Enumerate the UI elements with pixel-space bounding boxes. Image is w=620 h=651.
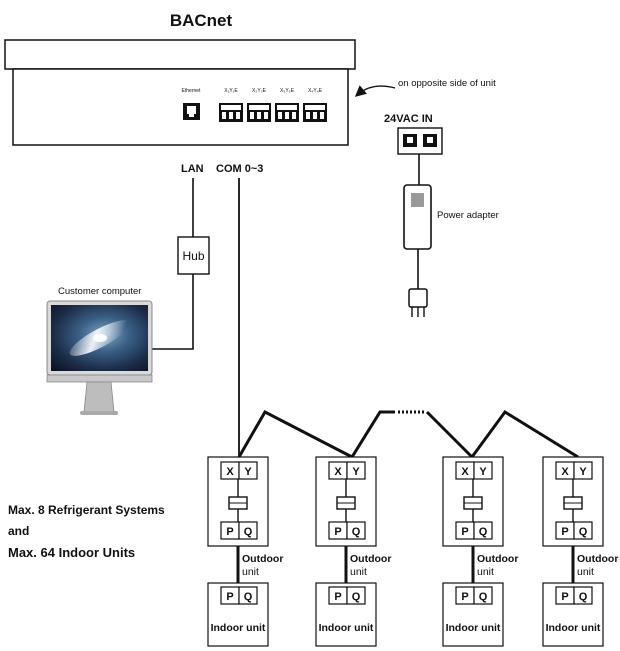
com-label: COM 0~3 [216, 163, 263, 175]
terminal-port: X₂Y₂E [247, 88, 271, 122]
outdoor-unit-label: Outdoor [577, 553, 618, 565]
diagram-title: BACnet [170, 11, 233, 30]
terminal-p: P [334, 591, 341, 603]
hub-label: Hub [182, 249, 204, 263]
ethernet-label: Ethernet [182, 88, 202, 94]
terminal-p: P [334, 526, 341, 538]
limit-indoor: Max. 64 Indoor Units [8, 545, 135, 560]
lan-label: LAN [181, 163, 204, 175]
terminal-x: X [561, 466, 569, 478]
terminal-q: Q [479, 591, 488, 603]
terminal-p: P [561, 591, 568, 603]
terminal-p: P [461, 591, 468, 603]
indoor-unit-label: Indoor unit [319, 622, 374, 634]
terminal-p: P [461, 526, 468, 538]
indoor-unit-label: Indoor unit [446, 622, 501, 634]
power-adapter-label: Power adapter [437, 210, 499, 221]
terminal-q: Q [352, 591, 361, 603]
terminal-q: Q [352, 526, 361, 538]
ethernet-port: Ethernet [182, 88, 202, 120]
power-input-label: 24VAC IN [384, 113, 433, 125]
opposite-side-note: on opposite side of unit [398, 78, 496, 89]
terminal-q: Q [244, 591, 253, 603]
terminal-y: Y [352, 466, 360, 478]
terminal-y: Y [244, 466, 252, 478]
outdoor-unit-label: Outdoor [477, 553, 518, 565]
terminal-y: Y [579, 466, 587, 478]
terminal-port: X₁Y₁E [219, 88, 243, 122]
terminal-p: P [226, 526, 233, 538]
terminal-p: P [561, 526, 568, 538]
outdoor-unit-label-2: unit [242, 566, 259, 578]
plug-icon [408, 288, 428, 317]
terminal-port-label: X₃Y₃E [280, 88, 295, 94]
outdoor-unit-label: Outdoor [350, 553, 391, 565]
terminal-q: Q [579, 591, 588, 603]
outdoor-unit-label-2: unit [577, 566, 594, 578]
outdoor-unit-label-2: unit [350, 566, 367, 578]
terminal-x: X [226, 466, 234, 478]
terminal-y: Y [479, 466, 487, 478]
limit-systems: Max. 8 Refrigerant Systems [8, 503, 165, 517]
outdoor-unit-label: Outdoor [242, 553, 283, 565]
computer-monitor-icon [46, 300, 153, 415]
terminal-port: X₃Y₃E [275, 88, 299, 122]
terminal-port-label: X₄Y₄E [308, 88, 323, 94]
opposite-side-arrow [354, 85, 396, 97]
bacnet-gateway [4, 39, 356, 146]
computer-label: Customer computer [58, 286, 141, 297]
terminal-port: X₄Y₄E [303, 88, 327, 122]
indoor-unit-label: Indoor unit [211, 622, 266, 634]
terminal-port-label: X₂Y₂E [252, 88, 267, 94]
com-bus [237, 409, 579, 460]
terminal-x: X [334, 466, 342, 478]
hub: Hub [177, 236, 210, 275]
outdoor-unit-label-2: unit [477, 566, 494, 578]
indoor-unit-label: Indoor unit [546, 622, 601, 634]
terminal-q: Q [244, 526, 253, 538]
limit-and: and [8, 524, 29, 538]
terminal-q: Q [579, 526, 588, 538]
terminal-x: X [461, 466, 469, 478]
terminal-ports: X₁Y₁E X₂Y₂E X₃Y₃E X₄Y₄E [219, 88, 327, 122]
terminal-q: Q [479, 526, 488, 538]
terminal-p: P [226, 591, 233, 603]
power-adapter [403, 184, 432, 250]
power-connector [397, 127, 443, 155]
terminal-port-label: X₁Y₁E [224, 88, 238, 94]
